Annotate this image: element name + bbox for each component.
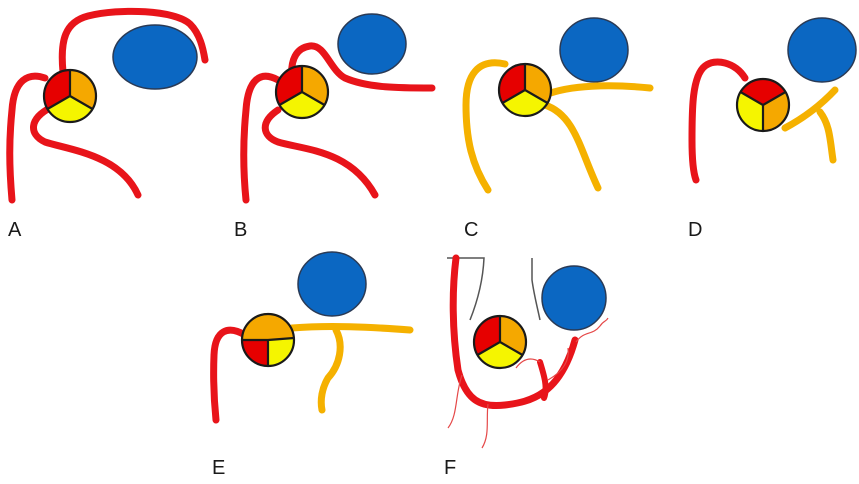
panel-label: B [234,219,247,241]
branch-vessel [482,404,488,448]
panel-e: E [212,252,410,479]
vessel-path [321,330,340,410]
pulmonary-artery-circle [542,266,606,330]
vessel-path [692,62,745,180]
panel-label: E [212,457,225,479]
pulmonary-artery-circle [338,14,406,74]
vessel-path [292,327,410,330]
vessel-path [545,86,650,95]
panel-f: F [444,258,608,479]
vessel-path [34,108,138,195]
aortic-valve [44,70,96,122]
vessel-path [545,105,598,188]
aortic-valve [474,316,526,368]
panel-label: A [8,219,22,241]
pulmonary-artery-circle [298,252,366,316]
pulmonary-artery-circle [560,18,628,82]
panel-label: C [464,219,478,241]
panel-c: C [464,18,650,241]
catheter-wire [532,258,540,320]
aortic-valve [276,66,328,118]
vessel-path [265,110,375,195]
branch-vessel [448,375,462,428]
pulmonary-artery-circle [788,18,856,82]
panel-label: F [444,457,456,479]
panel-d: D [688,18,856,241]
pulmonary-artery-circle [113,25,197,89]
panel-label: D [688,219,702,241]
vessel-path [214,330,245,420]
vessel-path [820,112,833,160]
aortic-valve [737,79,789,131]
panel-a: A [8,11,205,241]
right-cusp [242,313,294,340]
aortic-valve [499,64,551,116]
aortic-valve [242,313,294,366]
panel-b: B [234,14,432,241]
